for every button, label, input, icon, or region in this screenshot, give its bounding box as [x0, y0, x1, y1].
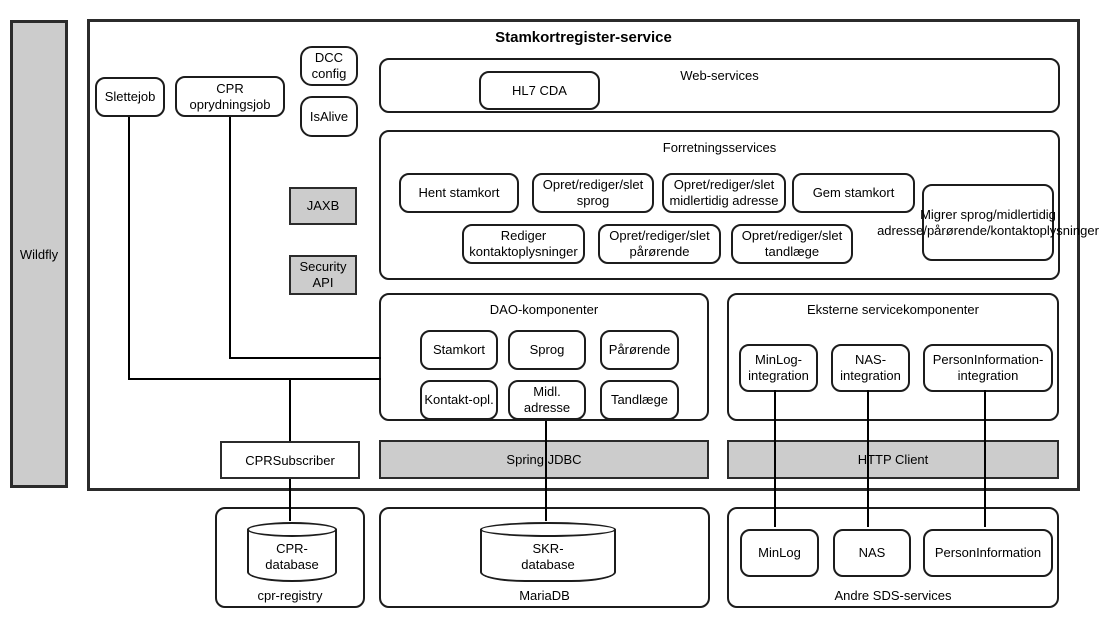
dao-stamkort-box: Stamkort	[420, 330, 498, 370]
isalive-box: IsAlive	[300, 96, 358, 137]
cylinder-body	[247, 529, 337, 582]
web-services-label: Web-services	[680, 68, 759, 83]
slettejob-connector-vertical	[128, 117, 130, 380]
rediger-kontaktoplysninger-box: Rediger kontaktoplysninger	[462, 224, 585, 264]
dao-sprog-box: Sprog	[508, 330, 586, 370]
minlog-box: MinLog	[740, 529, 819, 577]
slettejob-connector-horizontal	[128, 378, 381, 380]
jaxb-box: JAXB	[289, 187, 357, 225]
dao-tandlaege-box: Tandlæge	[600, 380, 679, 420]
opret-rediger-slet-tandlaege-box: Opret/rediger/slet tandlæge	[731, 224, 853, 264]
personinformation-box: PersonInformation	[923, 529, 1053, 577]
dcc-config-box: DCC config	[300, 46, 358, 86]
andre-sds-services-label: Andre SDS-services	[834, 588, 952, 603]
hl7-cda-box: HL7 CDA	[479, 71, 600, 110]
dao-paarorende-box: Pårørende	[600, 330, 679, 370]
opret-rediger-slet-midlertidig-adresse-box: Opret/rediger/slet midlertidig adresse	[662, 173, 786, 213]
cpr-database-cylinder: CPR-database	[247, 522, 337, 582]
personinformation-connector	[984, 390, 986, 527]
minlog-connector	[774, 390, 776, 527]
wildfly-label: Wildfly	[19, 246, 59, 262]
mariadb-label: MariaDB	[519, 588, 570, 603]
http-client-bar: HTTP Client	[727, 440, 1059, 479]
opret-rediger-slet-sprog-box: Opret/rediger/slet sprog	[532, 173, 654, 213]
forretningsservices-panel: Forretningsservices Hent stamkort Opret/…	[379, 130, 1099, 280]
cpr-database-label: CPR-database	[265, 541, 319, 572]
hent-stamkort-box: Hent stamkort	[399, 173, 519, 213]
nas-box: NAS	[833, 529, 911, 577]
oprydningsjob-connector-horizontal	[229, 357, 381, 359]
cylinder-top-ellipse	[247, 522, 337, 537]
dao-midl-adresse-box: Midl. adresse	[508, 380, 586, 420]
cpr-subscriber-connector-top	[289, 378, 291, 441]
dao-komponenter-label: DAO-komponenter	[489, 302, 599, 317]
andre-sds-services-panel: MinLog NAS PersonInformation Andre SDS-s…	[727, 507, 1059, 608]
cpr-subscriber-connector-bottom	[289, 479, 291, 521]
dao-komponenter-panel: DAO-komponenter Stamkort Sprog Pårørende…	[379, 293, 709, 421]
cylinder-body	[480, 529, 616, 582]
security-api-box: Security API	[289, 255, 357, 295]
forretningsservices-label: Forretningsservices	[662, 140, 777, 155]
stamkortregister-container	[87, 19, 1080, 491]
nas-integration-box: NAS-integration	[831, 344, 910, 392]
cpr-registry-label: cpr-registry	[257, 588, 323, 603]
diagram-title: Stamkortregister-service	[495, 29, 672, 46]
migrer-box: Migrer sprog/midlertidig adresse/pårøren…	[877, 184, 1099, 261]
mariadb-panel: SKR-database MariaDB	[379, 507, 710, 608]
personinformation-integration-box: PersonInformation-integration	[923, 344, 1053, 392]
dao-kontaktopl-box: Kontakt-opl.	[420, 380, 498, 420]
web-services-panel: Web-services HL7 CDA	[379, 58, 1060, 113]
opret-rediger-slet-paarorende-box: Opret/rediger/slet pårørende	[598, 224, 721, 264]
eksterne-servicekomponenter-panel: Eksterne servicekomponenter MinLog-integ…	[727, 293, 1059, 421]
nas-connector	[867, 390, 869, 527]
cylinder-top-ellipse	[480, 522, 616, 537]
wildfly-container: Wildfly	[10, 20, 68, 488]
minlog-integration-box: MinLog-integration	[739, 344, 818, 392]
dao-to-skr-database-connector	[545, 421, 547, 521]
cpr-oprydningsjob-box: CPR oprydningsjob	[175, 76, 285, 117]
cpr-subscriber-bar: CPRSubscriber	[220, 441, 360, 479]
gem-stamkort-box: Gem stamkort	[792, 173, 915, 213]
slettejob-box: Slettejob	[95, 77, 165, 117]
cpr-registry-panel: CPR-database cpr-registry	[215, 507, 365, 608]
skr-database-cylinder: SKR-database	[480, 522, 616, 582]
oprydningsjob-connector-vertical	[229, 117, 231, 359]
spring-jdbc-bar: Spring JDBC	[379, 440, 709, 479]
eksterne-servicekomponenter-label: Eksterne servicekomponenter	[807, 302, 979, 317]
skr-database-label: SKR-database	[521, 541, 575, 572]
